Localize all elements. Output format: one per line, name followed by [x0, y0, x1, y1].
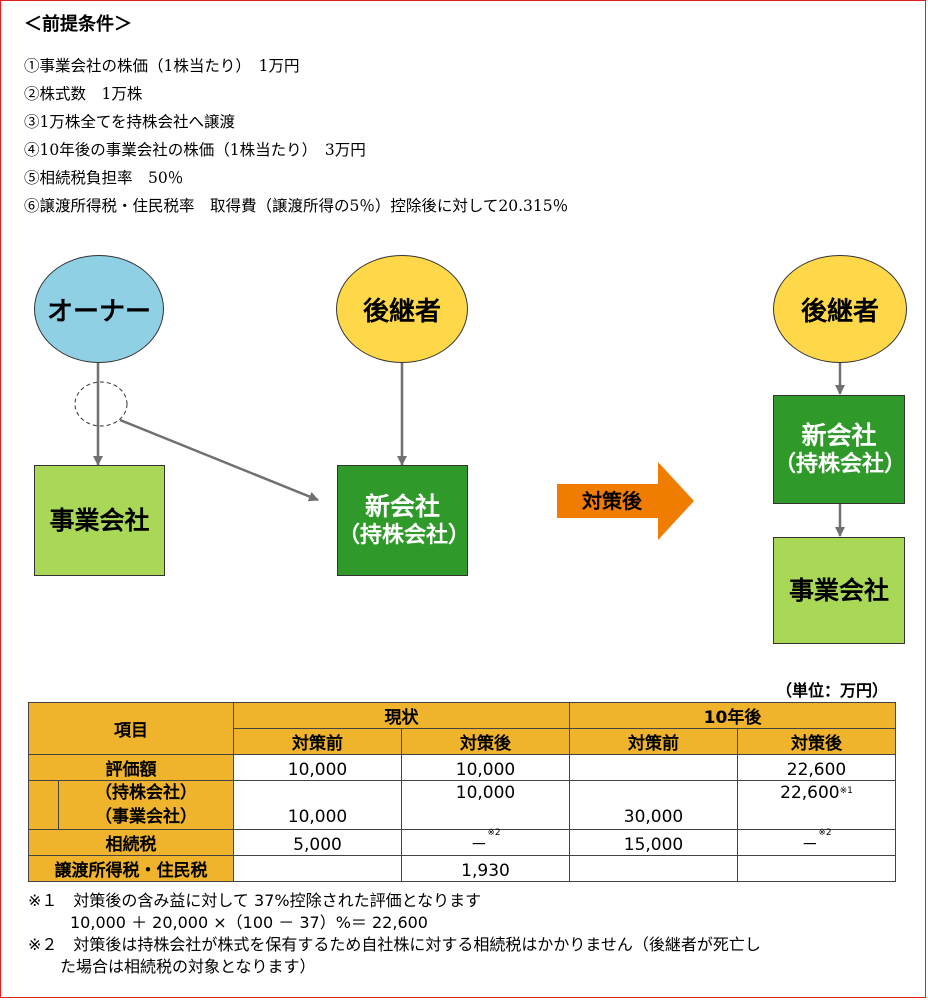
- cell-value: 10,000: [455, 783, 516, 803]
- cell-value: 10,000: [401, 754, 570, 781]
- cell-breakdown: 30,000: [569, 780, 738, 830]
- diagram-connectors: 対策後: [74, 362, 845, 540]
- header-after: 対策後: [736, 728, 897, 755]
- row-label-valuation: 評価額: [28, 754, 234, 781]
- cell-value-with-note: －※2: [401, 828, 570, 856]
- cell-value-with-note: －※2: [736, 828, 897, 856]
- footnote-2-continuation: た場合は相続税の対象となります）: [60, 957, 316, 976]
- row-label-breakdown: （持株会社） （事業会社）: [58, 780, 234, 830]
- condition-item: ⑥譲渡所得税・住民税率 取得費（譲渡所得の5％）控除後に対して20.315％: [24, 197, 569, 215]
- header-before: 対策前: [233, 728, 402, 755]
- operating-company-label: 事業会社: [49, 505, 150, 535]
- condition-item: ③1万株全てを持株会社へ譲渡: [24, 113, 236, 131]
- condition-item: ④10年後の事業会社の株価（1株当たり） 3万円: [24, 141, 366, 159]
- header-10-years: 10年後: [568, 702, 897, 729]
- cell-value: 22,600: [736, 754, 897, 781]
- cell-value: 15,000: [569, 829, 738, 856]
- cell-value: [569, 855, 738, 882]
- holding-company-sublabel: （持株会社）: [338, 523, 471, 549]
- row-label-operating: （事業会社）: [95, 807, 197, 827]
- footnote-marker: ※1: [839, 786, 853, 796]
- footnote-1-formula: 10,000 ＋ 20,000 ×（100 － 37）%＝ 22,600: [70, 913, 428, 932]
- cell-value: [736, 855, 897, 882]
- countermeasure-arrow-label: 対策後: [581, 489, 643, 513]
- condition-item: ⑤相続税負担率 50％: [24, 169, 184, 187]
- row-label-transfer-tax: 譲渡所得税・住民税: [28, 855, 234, 882]
- cell-value: 22,600: [780, 783, 840, 803]
- cell-breakdown: 22,600※1: [736, 780, 897, 830]
- owner-oval: オーナー: [34, 255, 164, 363]
- header-current: 現状: [233, 702, 570, 729]
- cell-value: 10,000: [287, 807, 348, 827]
- operating-company-label: 事業会社: [788, 575, 889, 605]
- condition-item: ①事業会社の株価（1株当たり） 1万円: [24, 57, 300, 75]
- cell-value: －: [470, 835, 488, 855]
- holding-company-box-left: 新会社 （持株会社）: [337, 465, 471, 576]
- cell-breakdown: 10,000: [401, 780, 570, 830]
- conditions-list: ①事業会社の株価（1株当たり） 1万円 ②株式数 1万株 ③1万株全てを持株会社…: [24, 52, 568, 220]
- cell-breakdown: 10,000: [233, 780, 402, 830]
- holding-company-sublabel: （持株会社）: [774, 452, 907, 478]
- unit-label: （単位：万円）: [776, 681, 889, 700]
- cell-value: 5,000: [233, 829, 402, 856]
- row-label-inheritance: 相続税: [28, 829, 234, 856]
- row-label-holding: （持株会社）: [95, 783, 197, 803]
- footnote-marker: ※2: [487, 828, 501, 838]
- cell-value: [233, 855, 402, 882]
- header-after: 対策後: [401, 728, 570, 755]
- header-item: 項目: [28, 702, 234, 755]
- row-label-indent: [28, 780, 59, 830]
- conditions-title: ＜前提条件＞: [24, 14, 132, 35]
- holding-company-label: 新会社: [364, 492, 440, 522]
- cell-value: －: [801, 835, 819, 855]
- countermeasure-arrow-shape: [557, 462, 694, 540]
- cell-value: 10,000: [233, 754, 402, 781]
- cell-value: 30,000: [623, 807, 684, 827]
- footnote-2: ※２ 対策後は持株会社が株式を保有するため自社株に対する相続税はかかりません（後…: [28, 935, 761, 954]
- holding-company-label: 新会社: [801, 421, 877, 451]
- footnote-1: ※１ 対策後の含み益に対して 37%控除された評価となります: [28, 891, 482, 910]
- holding-company-box-right: 新会社 （持株会社）: [773, 395, 907, 504]
- comparison-table: 項目 現状 10年後 対策前 対策後 対策前 対策後 評価額 10,000 10…: [28, 702, 897, 882]
- footnotes: ※１ 対策後の含み益に対して 37%控除された評価となります 10,000 ＋ …: [28, 890, 761, 978]
- operating-company-box-right: 事業会社: [773, 537, 905, 644]
- successor-oval-right: 後継者: [773, 255, 907, 363]
- successor-oval-left: 後継者: [336, 255, 468, 363]
- condition-item: ②株式数 1万株: [24, 85, 143, 103]
- operating-company-box-left: 事業会社: [34, 465, 165, 576]
- owner-to-holding-arrow: [119, 418, 319, 502]
- footnote-marker: ※2: [818, 828, 832, 838]
- cell-value: [569, 754, 738, 781]
- cell-value: 1,930: [401, 855, 570, 882]
- header-before: 対策前: [569, 728, 738, 755]
- share-transfer-dashed-circle: [74, 381, 128, 427]
